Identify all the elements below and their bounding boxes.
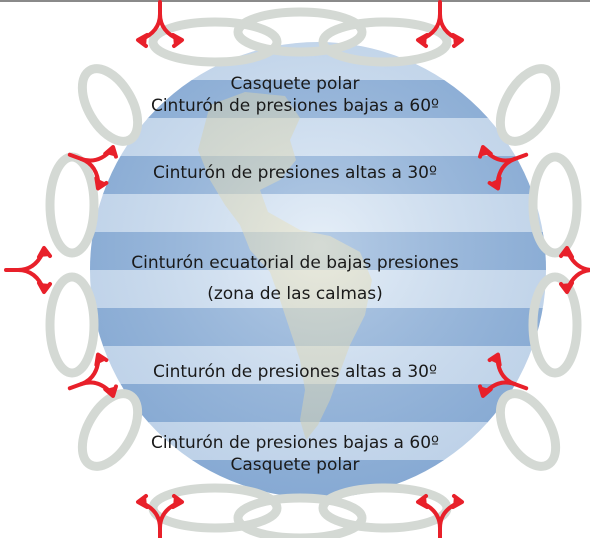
wind-arrowhead xyxy=(559,281,574,294)
circulation-cell-oval xyxy=(148,17,282,67)
wind-arrowhead xyxy=(416,494,429,509)
south-low-pressure-60-label: Cinturón de presiones bajas a 60º xyxy=(150,433,440,453)
south-high-pressure-30-label: Cinturón de presiones altas a 30º xyxy=(153,362,437,382)
wind-arrowhead xyxy=(136,494,149,509)
circulation-cell-oval xyxy=(77,389,143,471)
wind-arrow-icon xyxy=(136,0,184,48)
circulation-cell-oval xyxy=(45,272,99,378)
calm-zone-label: (zona de las calmas) xyxy=(207,284,383,304)
wind-arrow-icon xyxy=(416,0,464,48)
wind-arrowhead xyxy=(451,494,464,509)
circulation-cell-oval xyxy=(528,272,582,378)
wind-arrowhead xyxy=(559,246,574,259)
wind-arrow-icon xyxy=(67,352,118,398)
wind-arrow-icon xyxy=(4,246,52,294)
wind-arrow-icon xyxy=(136,494,184,538)
wind-arrowhead xyxy=(136,33,149,48)
circulation-cell-oval xyxy=(233,7,367,57)
north-polar-cap-label: Casquete polar xyxy=(230,74,360,94)
wind-arrows xyxy=(4,0,590,538)
circulation-cell-oval xyxy=(77,64,143,146)
globe-shading xyxy=(90,42,546,498)
wind-arrowhead xyxy=(37,281,52,294)
wind-arrow-icon xyxy=(416,494,464,538)
wind-arrow-icon xyxy=(478,352,529,398)
wind-arrowhead xyxy=(451,33,464,48)
wind-arrow-stem xyxy=(67,152,84,161)
wind-arrowhead xyxy=(94,352,109,367)
wind-arrow-stem xyxy=(512,382,529,391)
circulation-cell-oval xyxy=(528,152,582,258)
wind-arrowhead xyxy=(103,384,118,398)
wind-arrowhead xyxy=(416,33,429,48)
circulation-cell-oval xyxy=(318,17,452,67)
wind-arrowhead xyxy=(103,145,118,159)
circulation-cell-oval xyxy=(233,493,367,538)
wind-arrowhead xyxy=(487,352,502,367)
wind-arrowhead xyxy=(37,246,52,259)
wind-arrowhead xyxy=(478,145,493,159)
south-polar-cap-label: Casquete polar xyxy=(230,455,360,475)
wind-arrowhead xyxy=(487,176,502,191)
circulation-cell-oval xyxy=(495,64,561,146)
north-low-pressure-60-label: Cinturón de presiones bajas a 60º xyxy=(150,96,440,116)
north-high-pressure-30-label: Cinturón de presiones altas a 30º xyxy=(153,163,437,183)
wind-arrowhead xyxy=(171,33,184,48)
wind-arrow-stem xyxy=(512,152,529,161)
globe xyxy=(90,42,546,498)
wind-arrowhead xyxy=(478,384,493,398)
circulation-cell-oval xyxy=(495,389,561,471)
wind-arrow-stem xyxy=(67,382,84,391)
wind-arrow-icon xyxy=(67,145,118,191)
circulation-cells xyxy=(45,7,582,538)
wind-arrow-icon xyxy=(478,145,529,191)
wind-arrowhead xyxy=(94,176,109,191)
wind-arrowhead xyxy=(171,494,184,509)
equatorial-low-pressure-label: Cinturón ecuatorial de bajas presiones xyxy=(131,253,459,273)
wind-arrow-icon xyxy=(559,246,590,294)
